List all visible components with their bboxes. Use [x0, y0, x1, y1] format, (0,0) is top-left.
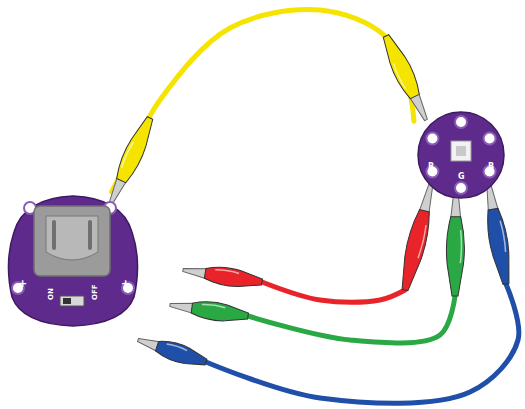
pin-label: G: [458, 173, 465, 181]
loose-wires: [206, 282, 519, 403]
board-outline: [4, 192, 142, 330]
board-marking: +: [121, 278, 130, 289]
clip-boot: [484, 208, 515, 286]
clip-highlight: [500, 221, 506, 252]
rgb-led-board: R G B: [414, 108, 508, 202]
alligator-clip: [169, 296, 250, 325]
led-die: [456, 146, 466, 156]
clip-boot: [204, 264, 264, 290]
connector-layer: [112, 9, 414, 192]
battery-holder-board: + + ON OFF: [4, 192, 142, 330]
alligator-clip: [182, 261, 264, 291]
clip-highlight: [167, 343, 188, 351]
led-pad: [426, 133, 438, 145]
loose-wire: [262, 282, 405, 302]
board-marking: ON: [48, 288, 55, 300]
clip-boot: [113, 114, 158, 184]
clip-highlight: [460, 230, 461, 263]
clip-highlight: [418, 225, 427, 258]
alligator-clip: [396, 178, 440, 292]
led-board: [418, 112, 504, 198]
led-pad: [455, 116, 467, 128]
loose-wire: [248, 296, 455, 343]
clip-boot: [446, 217, 465, 296]
led-pad: [484, 133, 496, 145]
switch-slider: [63, 298, 71, 304]
pin-label: R: [428, 163, 434, 171]
alligator-clip: [378, 32, 434, 124]
loose-wire: [206, 284, 519, 403]
switch-body: [60, 296, 84, 306]
clip-boot: [396, 209, 433, 292]
alligator-clips: [102, 32, 515, 370]
coin-holder: [34, 206, 110, 276]
battery-board: [8, 196, 137, 326]
clip-highlight: [215, 269, 239, 274]
clip-highlight: [202, 303, 226, 307]
holder-slot: [54, 222, 90, 248]
clip-highlight: [393, 63, 406, 89]
yellow-wire: [112, 9, 414, 192]
pin-label: B: [488, 163, 494, 171]
board-outline: [414, 108, 508, 202]
clip-boot: [191, 299, 250, 325]
clip-boot: [154, 338, 209, 371]
clip-boot: [378, 32, 423, 100]
alligator-clip: [135, 331, 209, 370]
board-marking: OFF: [92, 284, 99, 300]
coin-holder-clip: [46, 216, 98, 260]
clip-highlight: [121, 142, 134, 169]
board-marking: +: [18, 278, 27, 289]
alligator-clip: [446, 186, 465, 296]
led-pad: [455, 182, 467, 194]
alligator-clip: [479, 178, 515, 285]
rgb-led: [451, 141, 471, 161]
alligator-clip: [102, 114, 158, 209]
